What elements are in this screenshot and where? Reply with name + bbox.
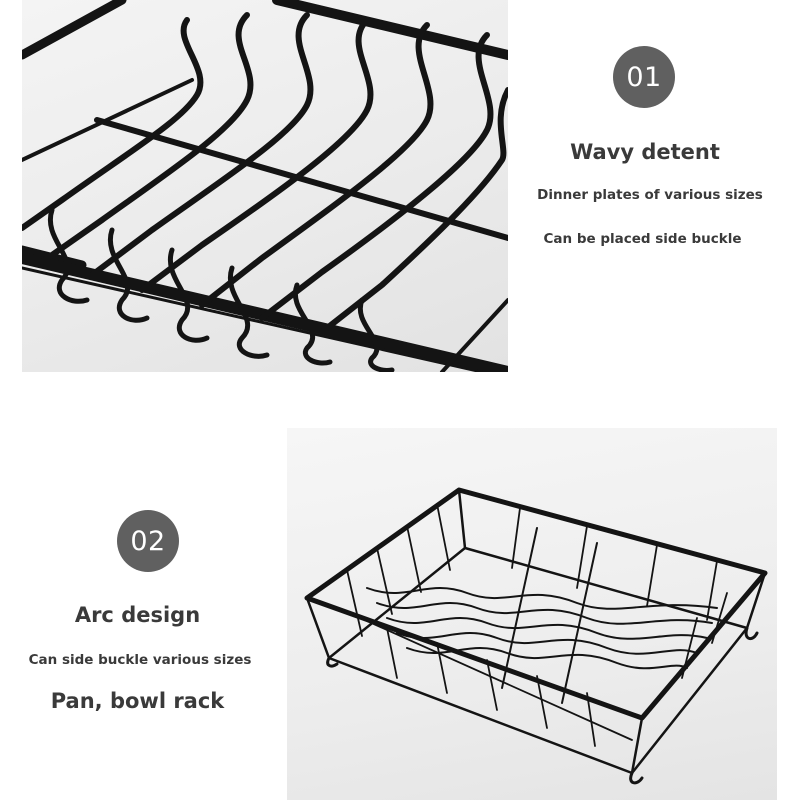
- section-number: 02: [130, 525, 166, 557]
- feature-title-arc-design: Arc design: [74, 603, 201, 627]
- wavy-rack-illustration: [22, 0, 508, 372]
- basket-rack-illustration: [304, 487, 768, 785]
- feature-description-line: Can side buckle various sizes: [28, 652, 252, 668]
- section-number-badge-01: 01: [613, 46, 675, 108]
- section-number-badge-02: 02: [117, 510, 179, 572]
- feature-title-wavy-detent: Wavy detent: [570, 140, 720, 164]
- feature-description-line: Can be placed side buckle: [543, 231, 742, 247]
- feature-subtitle-pan-bowl-rack: Pan, bowl rack: [50, 689, 225, 713]
- rack-basket-photo: [287, 428, 777, 800]
- rack-closeup-photo: [22, 0, 508, 372]
- feature-description-line: Dinner plates of various sizes: [537, 187, 763, 203]
- section-number: 01: [626, 61, 662, 93]
